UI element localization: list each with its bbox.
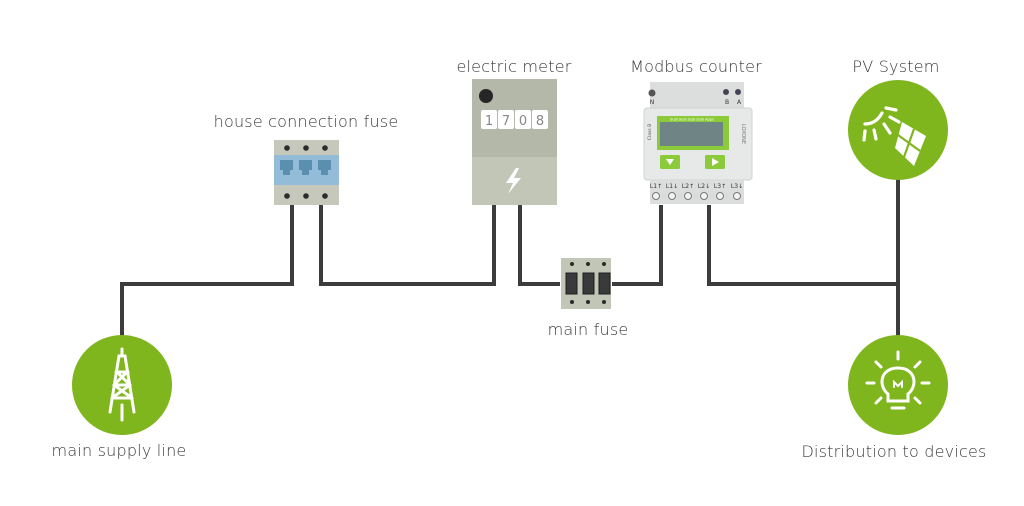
distribution-label: Distribution to devices	[801, 442, 987, 461]
terminal-screw-n	[648, 89, 656, 97]
house-fuse-slots	[280, 160, 331, 175]
modbus-counter-label: Modbus counter	[630, 57, 762, 76]
terminal-label: L1↑	[650, 183, 662, 190]
house-connection-fuse	[274, 140, 339, 205]
pv-system-node	[848, 80, 948, 180]
wires	[120, 170, 900, 340]
wire-supply-to-house-fuse	[120, 205, 294, 338]
meter-digit: 8	[536, 114, 544, 129]
terminal-label: L3↓	[731, 183, 743, 190]
down-arrow-icon	[666, 159, 674, 165]
house-connection-fuse-label: house connection fuse	[213, 112, 399, 131]
terminal-screw-a	[735, 89, 741, 95]
class-label: Class B	[647, 124, 653, 140]
terminal-label-b: B	[725, 99, 729, 106]
house-fuse-screws	[284, 145, 328, 199]
bottom-terminal-screws	[652, 192, 741, 200]
pv-system-label: PV System	[852, 57, 940, 76]
terminal-label: L2↑	[682, 183, 694, 190]
terminal-screw-b	[723, 89, 729, 95]
distribution-node	[848, 335, 948, 435]
terminal-label: L1↓	[666, 183, 678, 190]
terminal-label-a: A	[737, 99, 742, 106]
modbus-top-rail	[650, 82, 744, 108]
terminal-label-n: N	[650, 99, 655, 106]
power-tower-icon	[108, 347, 136, 422]
terminal-label: L2↓	[698, 183, 710, 190]
wire-meter-to-main-fuse	[518, 205, 560, 286]
main-fuse-screws	[570, 262, 606, 304]
meter-indicator-led	[479, 89, 493, 103]
meter-counter: 1 7 0 8	[481, 110, 548, 129]
electric-meter: 1 7 0 8	[472, 79, 557, 205]
light-bulb-icon	[865, 350, 931, 410]
main-supply-node	[72, 335, 172, 435]
modbus-counter: N B A Class B SuSi SuSi SuSi SuSi Apps L…	[643, 82, 753, 204]
wire-main-fuse-to-modbus	[612, 205, 663, 286]
bottom-terminal-labels: L1↑ L1↓ L2↑ L2↓ L3↑ L3↓	[650, 183, 743, 190]
meter-digit: 1	[485, 114, 493, 129]
terminal-label: L3↑	[714, 183, 726, 190]
meter-digit: 0	[519, 114, 527, 129]
wire-house-fuse-to-meter	[319, 205, 496, 286]
main-fuse-slots	[565, 272, 611, 295]
wire-modbus-to-bus	[707, 205, 898, 286]
main-supply-line-label: main supply line	[51, 441, 187, 460]
pv-system-circle	[848, 80, 948, 180]
brand-logo: LOXONE	[740, 124, 746, 144]
right-arrow-icon	[712, 158, 719, 166]
meter-digit: 7	[502, 114, 510, 129]
main-fuse-label: main fuse	[547, 320, 629, 339]
main-fuse	[561, 258, 611, 309]
lightning-icon	[506, 168, 521, 194]
modbus-bottom-rail	[650, 180, 744, 204]
display-top-labels: SuSi SuSi SuSi SuSi Apps	[670, 118, 714, 122]
solar-panel-sun-icon	[862, 106, 926, 166]
modbus-display-screen	[660, 122, 723, 146]
electric-meter-label: electric meter	[456, 57, 572, 76]
